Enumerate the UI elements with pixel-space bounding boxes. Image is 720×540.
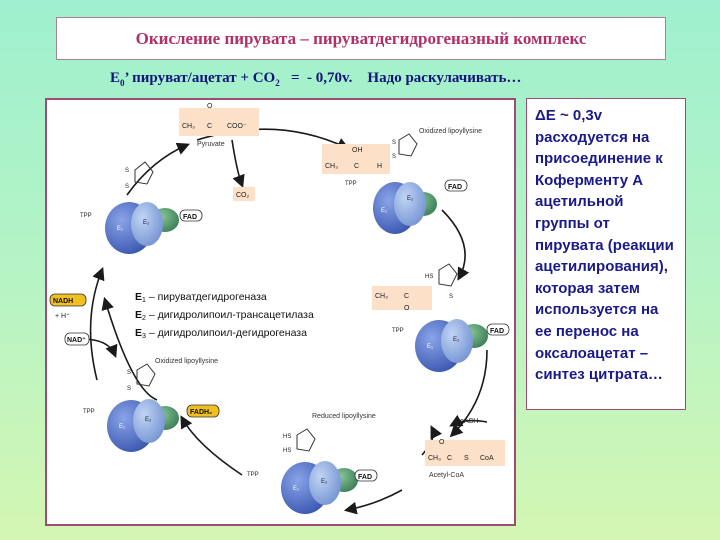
hydroxyethyl-ch3: CH₃ [325,163,338,170]
e1-label-top: E₁ [381,208,387,214]
acetylcoa-s: S [464,455,469,462]
fad-bottom: FAD [358,474,372,481]
acetyl-o: O [404,305,410,312]
explanation-text: ΔE ~ 0,3v расходуется на присоединение к… [535,107,674,384]
co2-box: CO₂ [233,187,255,201]
acetylcoa-ch3: CH₃ [428,455,441,462]
hs-bottom-1: HS [283,434,291,440]
e2-label-top: E₂ [407,196,414,202]
fad-right: FAD [490,328,504,335]
pdh-cycle-svg: O CH₃ C COO⁻ Pyruvate CO₂ Oxidized lipoy… [49,103,510,515]
hydroxyethyl-oh: OH [352,147,363,154]
cycle-arrows [66,128,488,515]
right-complex: HS S CH₃ C O TPP E₁ E₂ FAD [372,263,510,372]
tpp-label-right: TPP [392,328,404,334]
fadh2-label: FADH₂ [190,409,212,416]
tpp-label-left: TPP [80,213,92,219]
arc-bottom-to-left [180,415,243,476]
formula-part-1: ’ пируват/ацетат + CO [124,70,276,86]
acetylcoa-label: Acetyl-CoA [429,472,464,479]
s-atom-right: S [449,294,453,300]
e0-symbol: E [110,70,121,86]
arc-right-to-lower-right [449,349,488,438]
e1-label-right: E₁ [427,344,433,350]
acetyl-ch3: CH₃ [375,293,388,300]
nad-label: NAD⁺ [67,336,86,344]
arc-top-to-right [441,209,470,281]
pyruvate-ch3: CH₃ [182,123,195,130]
acetylcoa-o: O [439,439,445,446]
e2-label-bottom: E₂ [321,479,328,485]
co2-label: CO₂ [236,192,250,199]
enzyme-legend: E1 – пируватдегидрогеназа E2 – дигидроли… [135,291,314,340]
arc-lower-right-to-bottom [343,489,403,515]
acetylcoa-c: C [447,455,452,462]
tpp-label-lower-left: TPP [83,409,95,415]
redox-potential-formula: E0’ пируват/ацетат + CO2 = - 0,70v. Надо… [110,70,630,88]
pyruvate-label: Pyruvate [197,141,225,148]
bottom-complex: Reduced lipoyllysine HS HS TPP E₁ E₂ FAD [247,413,378,514]
formula-part-2: = - 0,70v. Надо раскулачивать… [279,70,522,86]
e0-subscript: 0 [120,78,125,88]
oxidized-lipoyllysine-left-label: Oxidized lipoyllysine [155,358,218,365]
hydroxyethyl-h: H [377,163,382,170]
top-right-complex: Oxidized lipoyllysine S S OH CH₃ C H TPP [322,128,482,187]
s-atom-4: S [125,184,129,190]
s-atom-3: S [125,168,129,174]
acetyl-c: C [404,293,409,300]
s-atom-1: S [392,140,396,146]
pyruvate-c: C [207,123,212,130]
pyruvate-coo: COO⁻ [227,123,247,130]
coash-label: CoASH [455,418,478,425]
hydroxyethyl-c: C [354,163,359,170]
enzyme-complex-top-right: E₁ E₂ FAD [373,179,468,234]
e2-label-lower-left: E₂ [145,417,152,423]
h-plus-label: + H⁺ [55,312,70,320]
co2-subscript: 2 [275,78,280,88]
coa-group: CoASH O CH₃ C S CoA Acetyl-CoA [425,418,505,479]
tpp-label-bottom: TPP [247,472,259,478]
hs-bottom-2: HS [283,448,291,454]
pyruvate-molecule: O CH₃ C COO⁻ Pyruvate [179,103,259,148]
lower-left-complex: Oxidized lipoyllysine S S TPP E₁ E₂ FADH… [83,358,220,452]
legend-e1: E1 – пируватдегидрогеназа [135,291,267,304]
upper-left-complex: S S TPP E₁ E₂ FAD [80,161,203,254]
e1-label-bottom: E₁ [293,486,299,492]
arrow-coash-in [449,414,488,427]
arc-left-to-upper-left [89,267,105,381]
reduced-lipoyllysine-label: Reduced lipoyllysine [312,413,376,420]
oxidized-lipoyllysine-top-label: Oxidized lipoyllysine [419,128,482,135]
arrow-fad-nadh [101,296,158,401]
pdh-cycle-diagram: O CH₃ C COO⁻ Pyruvate CO₂ Oxidized lipoy… [45,98,516,526]
nadh-label: NADH [53,298,73,305]
explanation-box: ΔE ~ 0,3v расходуется на присоединение к… [526,98,686,410]
hs-right: HS [425,274,433,280]
title-box: Окисление пирувата – пируватдегидрогеназ… [56,17,666,60]
pyruvate-o: O [207,103,213,110]
s-atom-2: S [392,154,396,160]
fad-top: FAD [448,184,462,191]
legend-e2: E2 – дигидролипоил-трансацетилаза [135,309,314,322]
nad-group: NADH + H⁺ NAD⁺ [49,293,90,346]
tpp-label-top: TPP [345,181,357,187]
arc-upper-left-to-top [126,142,190,196]
arrow-co2-out [231,139,245,188]
e2-label-right: E₂ [453,337,460,343]
e2-label-upper-left: E₂ [143,220,150,226]
e1-label-lower-left: E₁ [119,424,125,430]
s-atom-6: S [127,386,131,392]
s-atom-5: S [127,370,131,376]
e1-label-upper-left: E₁ [117,226,123,232]
slide-title: Окисление пирувата – пируватдегидрогеназ… [135,28,587,48]
fad-upper-left: FAD [183,214,197,221]
arrow-acetylcoa-out [421,425,443,456]
acetylcoa-coa: CoA [480,455,494,462]
legend-e3: E3 – дигидролипоил-дегидрогеназа [135,327,307,340]
